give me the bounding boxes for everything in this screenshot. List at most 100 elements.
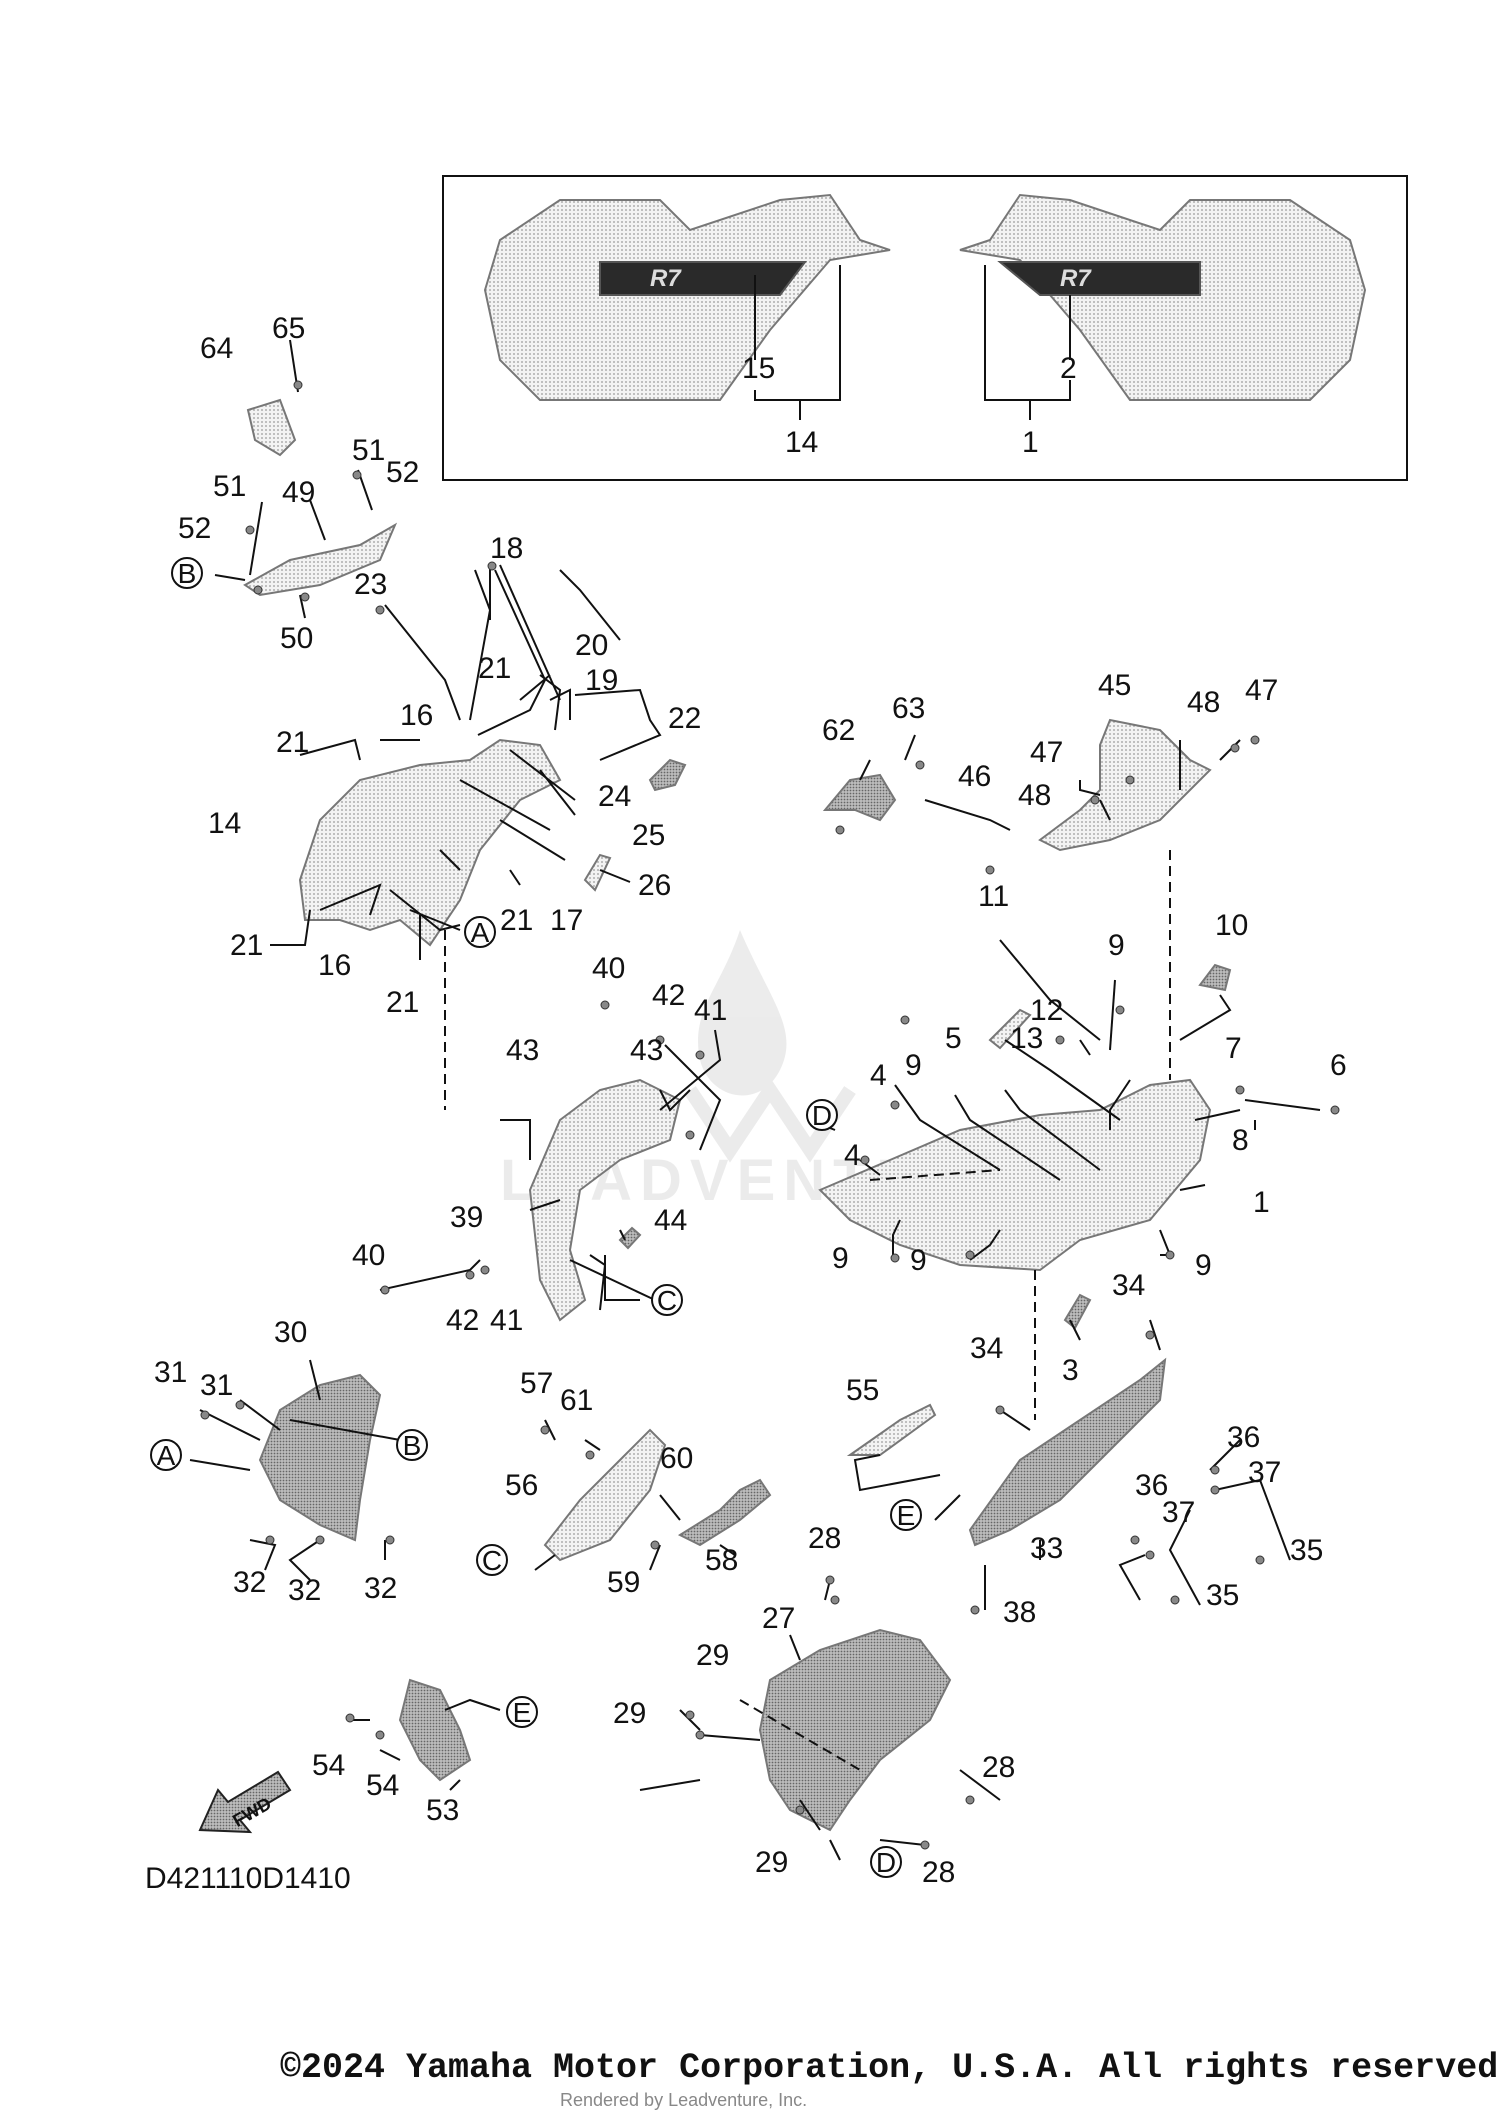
part-label-14: 14: [208, 807, 241, 840]
part-label-9: 9: [832, 1242, 849, 1275]
part-label-59: 59: [607, 1566, 640, 1599]
part-label-54: 54: [312, 1749, 345, 1782]
inset-label-1: 1: [1022, 426, 1039, 459]
part-label-41: 41: [490, 1304, 523, 1337]
inset-box: R7 R7: [442, 175, 1408, 481]
fastener-dots: [200, 380, 1340, 1850]
fwd-arrow-icon: FWD: [198, 1770, 292, 1834]
part-label-46: 46: [958, 760, 991, 793]
part-label-21: 21: [500, 904, 533, 937]
part-label-29: 29: [696, 1639, 729, 1672]
part-label-28: 28: [982, 1751, 1015, 1784]
part-label-56: 56: [505, 1469, 538, 1502]
part-label-37: 37: [1162, 1496, 1195, 1529]
part-label-35: 35: [1290, 1534, 1323, 1567]
part-label-44: 44: [654, 1204, 687, 1237]
inset-label-2: 2: [1060, 352, 1077, 385]
part-label-36: 36: [1135, 1469, 1168, 1502]
part-label-62: 62: [822, 714, 855, 747]
part-label-31: 31: [200, 1369, 233, 1402]
part-label-3: 3: [1062, 1354, 1079, 1387]
part-label-27: 27: [762, 1602, 795, 1635]
part-label-8: 8: [1232, 1124, 1249, 1157]
part-label-54: 54: [366, 1769, 399, 1802]
part-label-38: 38: [1003, 1596, 1036, 1629]
part-label-4: 4: [870, 1059, 887, 1092]
callout-circle-c-top: C: [651, 1284, 683, 1316]
part-label-42: 42: [446, 1304, 479, 1337]
part-label-10: 10: [1215, 909, 1248, 942]
part-label-42: 42: [652, 979, 685, 1012]
part-label-21: 21: [478, 652, 511, 685]
part-label-40: 40: [352, 1239, 385, 1272]
part-label-9: 9: [1195, 1249, 1212, 1282]
svg-text:E: E: [897, 1500, 916, 1531]
svg-text:D: D: [812, 1100, 832, 1131]
part-label-35: 35: [1206, 1579, 1239, 1612]
part-label-11: 11: [978, 880, 1009, 913]
part-label-29: 29: [613, 1697, 646, 1730]
svg-text:A: A: [471, 917, 490, 948]
part-label-37: 37: [1248, 1456, 1281, 1489]
part-label-30: 30: [274, 1316, 307, 1349]
part-label-9: 9: [1108, 929, 1125, 962]
part-label-49: 49: [282, 476, 315, 509]
svg-text:C: C: [482, 1545, 502, 1576]
callout-circle-d-bottom: D: [870, 1846, 902, 1878]
callout-circle-b-top: B: [171, 557, 203, 589]
part-label-32: 32: [233, 1566, 266, 1599]
diagram-code: D421110D1410: [145, 1862, 351, 1895]
part-label-1: 1: [1253, 1186, 1270, 1219]
part-label-7: 7: [1225, 1032, 1242, 1065]
callout-circle-b-bottom: B: [396, 1429, 428, 1461]
part-label-9: 9: [910, 1244, 927, 1277]
part-label-19: 19: [585, 664, 618, 697]
part-label-65: 65: [272, 312, 305, 345]
part-shapes: [243, 398, 1232, 1832]
inset-label-15: 15: [742, 352, 775, 385]
part-label-51: 51: [213, 470, 246, 503]
part-label-43: 43: [506, 1034, 539, 1067]
part-label-40: 40: [592, 952, 625, 985]
part-label-34: 34: [970, 1332, 1003, 1365]
callout-circle-c-bottom: C: [476, 1544, 508, 1576]
part-label-41: 41: [694, 994, 727, 1027]
rendered-by-note: Rendered by Leadventure, Inc.: [560, 2090, 808, 2110]
part-label-43: 43: [630, 1034, 663, 1067]
callout-circles: B A D C A B E C E D: [150, 557, 922, 1878]
part-label-16: 16: [400, 699, 433, 732]
part-label-12: 12: [1030, 994, 1063, 1027]
svg-text:D: D: [876, 1847, 896, 1878]
inset-labels: 15 14 2 1: [742, 352, 1077, 459]
svg-text:B: B: [178, 558, 197, 589]
part-label-23: 23: [354, 568, 387, 601]
part-label-51: 51: [352, 434, 385, 467]
part-label-32: 32: [364, 1572, 397, 1605]
svg-text:R7: R7: [650, 265, 682, 292]
part-label-32: 32: [288, 1574, 321, 1607]
part-label-55: 55: [846, 1374, 879, 1407]
part-label-16: 16: [318, 949, 351, 982]
part-label-24: 24: [598, 780, 631, 813]
part-labels: 65 64 51 52 51 49 52 50 18 23 20 21 19 2…: [154, 312, 1347, 1889]
part-label-48: 48: [1187, 686, 1220, 719]
leader-lines: [189, 339, 1321, 1861]
part-label-28: 28: [808, 1522, 841, 1555]
part-label-57: 57: [520, 1367, 553, 1400]
part-label-36: 36: [1227, 1421, 1260, 1454]
dashed-guides: [444, 850, 1171, 1771]
part-label-21: 21: [230, 929, 263, 962]
part-label-47: 47: [1245, 674, 1278, 707]
part-label-63: 63: [892, 692, 925, 725]
part-label-20: 20: [575, 629, 608, 662]
callout-circle-e-right: E: [890, 1499, 922, 1531]
part-label-5: 5: [945, 1022, 962, 1055]
part-label-58: 58: [705, 1544, 738, 1577]
part-label-34: 34: [1112, 1269, 1145, 1302]
copyright-notice: ©2024 Yamaha Motor Corporation, U.S.A. A…: [280, 2048, 1500, 2088]
callout-circle-d-top: D: [806, 1099, 838, 1131]
part-label-52: 52: [386, 456, 419, 489]
callout-circle-a-top: A: [464, 916, 496, 948]
part-label-29: 29: [755, 1846, 788, 1879]
